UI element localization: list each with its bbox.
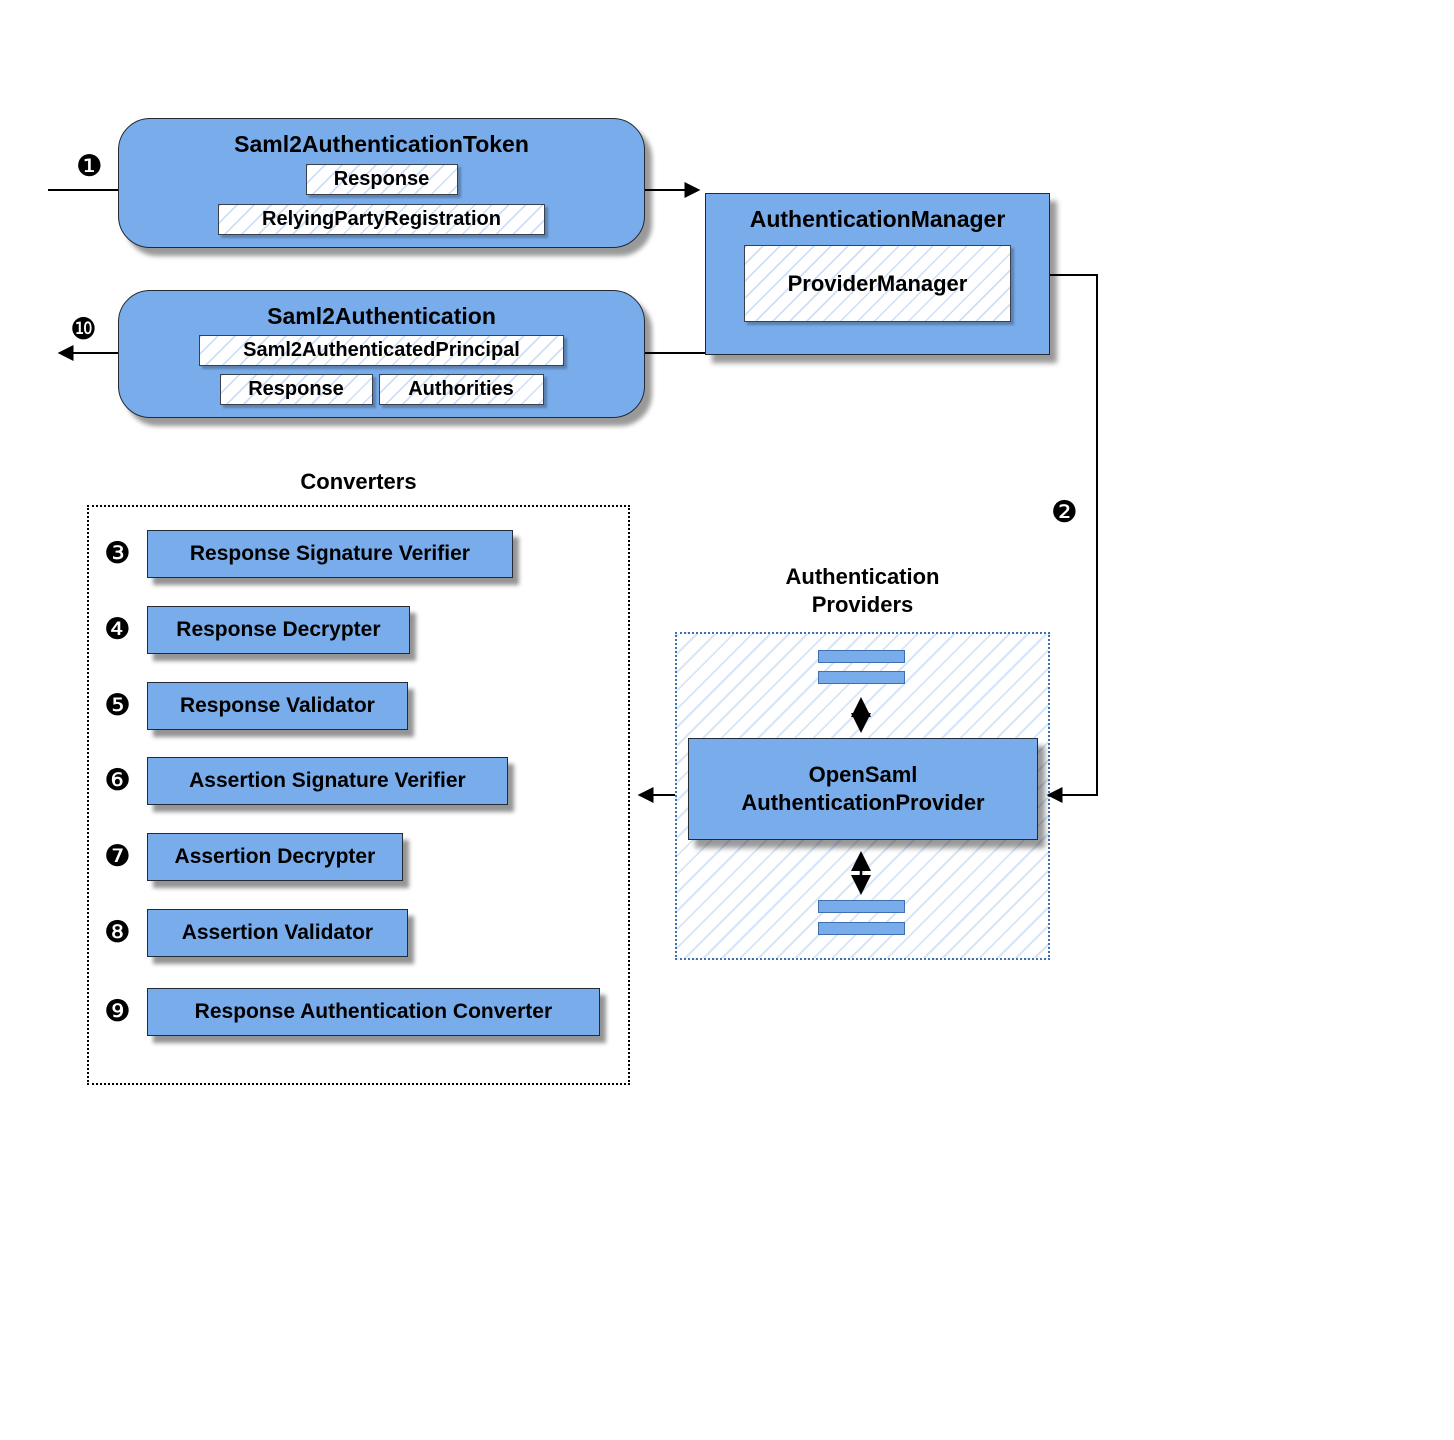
converter-row-assertion-signature-verifier: ❻ Assertion Signature Verifier bbox=[104, 757, 508, 805]
authentication-manager-title: AuthenticationManager bbox=[749, 206, 1006, 232]
step-5-badge: ❺ bbox=[104, 688, 131, 723]
response-signature-verifier-box: Response Signature Verifier bbox=[146, 530, 513, 578]
step-10-badge: ❿ bbox=[70, 312, 97, 347]
saml2-authentication-box: Saml2Authentication Saml2AuthenticatedPr… bbox=[118, 290, 645, 418]
step-7-badge: ❼ bbox=[104, 839, 131, 874]
authorities-box: Authorities bbox=[378, 374, 544, 405]
other-provider-bar-bottom-1 bbox=[818, 900, 905, 913]
step-6-badge: ❻ bbox=[104, 763, 131, 798]
token-relying-party-registration-box: RelyingPartyRegistration bbox=[218, 204, 545, 235]
opensaml-authentication-provider-box: OpenSaml AuthenticationProvider bbox=[688, 738, 1038, 840]
response-validator-box: Response Validator bbox=[146, 682, 408, 730]
authentication-providers-title-line2: Providers bbox=[811, 592, 914, 617]
step-4-badge: ❹ bbox=[104, 612, 131, 647]
converter-row-response-signature-verifier: ❸ Response Signature Verifier bbox=[104, 530, 513, 578]
saml2-authentication-token-title: Saml2AuthenticationToken bbox=[234, 131, 529, 157]
converter-row-assertion-decrypter: ❼ Assertion Decrypter bbox=[104, 833, 403, 881]
other-provider-bar-top-1 bbox=[818, 650, 905, 663]
assertion-validator-box: Assertion Validator bbox=[146, 909, 408, 957]
opensaml-line2: AuthenticationProvider bbox=[741, 790, 985, 815]
converter-row-response-decrypter: ❹ Response Decrypter bbox=[104, 606, 410, 654]
response-decrypter-box: Response Decrypter bbox=[146, 606, 410, 654]
step-9-badge: ❾ bbox=[104, 994, 131, 1029]
token-response-box: Response bbox=[305, 164, 458, 195]
step-8-badge: ❽ bbox=[104, 915, 131, 950]
saml2-authenticated-principal-box: Saml2AuthenticatedPrincipal bbox=[199, 335, 564, 366]
arrow-manager-to-provider-icon bbox=[1046, 274, 1098, 803]
other-provider-bar-top-2 bbox=[818, 671, 905, 684]
converter-row-response-authentication-converter: ❾ Response Authentication Converter bbox=[104, 988, 600, 1036]
converters-frame bbox=[87, 505, 630, 1085]
converter-row-response-validator: ❺ Response Validator bbox=[104, 682, 408, 730]
step-3-badge: ❸ bbox=[104, 536, 131, 571]
step-1-badge: ❶ bbox=[76, 149, 103, 184]
authentication-providers-title: Authentication Providers bbox=[675, 563, 1050, 619]
assertion-signature-verifier-box: Assertion Signature Verifier bbox=[146, 757, 508, 805]
provider-manager-box: ProviderManager bbox=[744, 245, 1011, 322]
response-authentication-converter-box: Response Authentication Converter bbox=[146, 988, 600, 1036]
other-provider-bar-bottom-2 bbox=[818, 922, 905, 935]
authentication-providers-title-line1: Authentication bbox=[785, 564, 940, 589]
opensaml-line1: OpenSaml bbox=[808, 762, 918, 787]
assertion-decrypter-box: Assertion Decrypter bbox=[146, 833, 403, 881]
step-2-badge: ❷ bbox=[1051, 495, 1078, 530]
converter-row-assertion-validator: ❽ Assertion Validator bbox=[104, 909, 408, 957]
authentication-response-box: Response bbox=[219, 374, 373, 405]
saml2-authentication-token-box: Saml2AuthenticationToken Response Relyin… bbox=[118, 118, 645, 248]
converters-title: Converters bbox=[300, 469, 417, 494]
authentication-manager-box: AuthenticationManager ProviderManager bbox=[705, 193, 1050, 355]
saml2-authentication-title: Saml2Authentication bbox=[267, 303, 496, 329]
